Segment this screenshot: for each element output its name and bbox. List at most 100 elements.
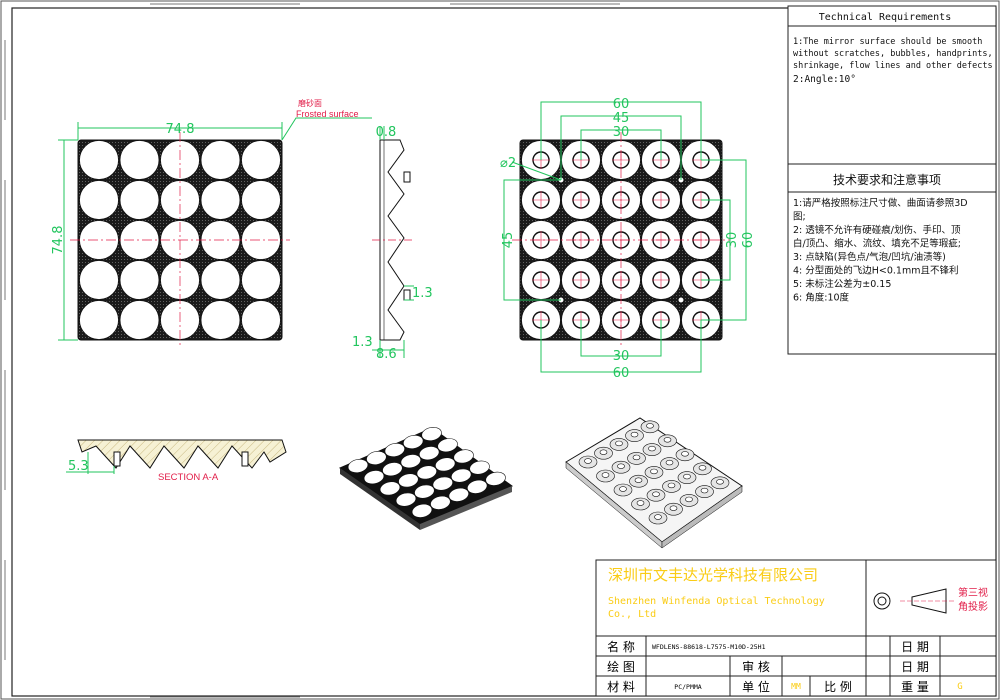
company-name-cn: 深圳市文丰达光学科技有限公司: [608, 566, 818, 584]
back-top-dimension-45: 45: [613, 111, 630, 126]
projection-label-2: 角投影: [958, 600, 988, 613]
front-lens-circle: [79, 300, 119, 340]
iso-back-cone-tip: [634, 477, 643, 483]
iso-front-lens: [416, 465, 437, 480]
iso-front-lens: [366, 451, 387, 465]
back-right-dimension-30: 30: [725, 232, 740, 249]
name-value: WFDLENS-88618-L7575-M10D-25H1: [652, 643, 766, 651]
iso-front-lens: [469, 460, 490, 475]
iso-back-cone-tip: [615, 440, 623, 447]
material-value: PC/PMMA: [674, 683, 701, 691]
draw-label: 绘 图: [607, 659, 635, 674]
iso-back-cone-tip: [619, 486, 627, 492]
tech-requirements-en-box: Technical Requirements 1:The mirror surf…: [787, 5, 997, 165]
iso-back-cone-tip: [681, 451, 689, 457]
back-hole-diameter-dimension: ⌀2: [500, 156, 516, 171]
iso-front-lens: [467, 479, 488, 494]
tech-requirement-cn-line: 3: 点缺陷(异色点/气泡/凹坑/油渍等): [793, 251, 946, 263]
unit-label: 单 位: [742, 679, 770, 694]
front-lens-circle: [119, 300, 160, 340]
front-lens-circle: [119, 260, 160, 300]
scale-label: 比 例: [824, 680, 852, 694]
iso-back-cone-tip: [700, 487, 709, 494]
frosted-surface-label-cn: 磨砂面: [298, 98, 322, 108]
front-lens-circle: [241, 140, 281, 180]
iso-back-cone-tip: [599, 449, 608, 455]
front-lens-circle: [200, 180, 241, 220]
front-lens-circle: [241, 260, 281, 300]
iso-back-cone-tip: [617, 463, 625, 469]
tech-requirement-en-line-1: 1:The mirror surface should be smooth: [793, 37, 982, 47]
isometric-back-view: [565, 417, 743, 549]
iso-back-cone-tip: [665, 459, 674, 466]
tech-requirements-cn-title: 技术要求和注意事项: [833, 172, 941, 187]
iso-front-lens: [363, 470, 385, 485]
unit-value: MM: [791, 682, 801, 691]
back-top-dimension-30: 30: [613, 125, 630, 140]
front-height-dimension: 74.8: [51, 226, 66, 255]
iso-back-cone-tip: [584, 458, 592, 464]
iso-back-cone-tip: [648, 445, 656, 452]
section-dimension: 5.3: [68, 459, 89, 474]
title-block: 深圳市文丰达光学科技有限公司 Shenzhen Winfenda Optical…: [595, 559, 997, 697]
tech-requirement-cn-line: 4: 分型面处的飞边H<0.1mm且不锋利: [793, 265, 959, 277]
iso-back-cone-tip: [716, 479, 724, 485]
iso-front-lens: [453, 449, 474, 464]
iso-back-cone-tip: [667, 482, 676, 489]
iso-front-lens: [435, 457, 456, 472]
back-left-dimension-45: 45: [501, 232, 516, 249]
iso-back-cone-tip: [683, 473, 691, 480]
iso-front-lens: [448, 487, 469, 502]
frosted-surface-label-en: Frosted surface: [296, 109, 359, 119]
iso-front-lens: [437, 438, 458, 453]
iso-back-cone-tip: [646, 423, 654, 429]
front-lens-circle: [200, 140, 241, 180]
date-label-1: 日 期: [901, 640, 929, 654]
side-view: 0.8 1.3 1.3 8.6: [352, 125, 433, 362]
front-lens-circle: [79, 140, 119, 180]
front-width-dimension: 74.8: [166, 122, 195, 137]
iso-back-cone-tip: [650, 468, 658, 475]
date-label-2: 日 期: [901, 660, 929, 674]
iso-front-lens: [411, 503, 433, 518]
iso-front-lens: [403, 435, 424, 449]
iso-front-lens: [384, 443, 405, 457]
tech-requirement-cn-line: 图;: [793, 212, 806, 223]
section-label: SECTION A-A: [158, 472, 219, 483]
side-bottom-dimension: 8.6: [376, 347, 397, 362]
weight-label: 重 量: [901, 680, 929, 694]
iso-back-cone-tip: [601, 472, 610, 478]
front-lens-circle: [200, 300, 241, 340]
front-lens-circle: [79, 180, 119, 220]
projection-label-1: 第三视: [958, 586, 988, 599]
tech-requirement-cn-line: 白/顶凸、缩水、流纹、填充不足等瑕疵;: [793, 238, 961, 250]
back-right-dimension-60: 60: [741, 232, 756, 249]
side-bottom-left-dimension: 1.3: [352, 335, 373, 350]
name-label: 名 称: [607, 639, 635, 654]
review-label: 审 核: [742, 659, 770, 674]
front-lens-circle: [241, 180, 281, 220]
back-view: 60 45 30 ⌀2 45 30 60 30 60: [500, 97, 756, 381]
section-view: 5.3 SECTION A-A: [66, 439, 287, 483]
iso-back-cone-tip: [636, 500, 645, 506]
company-name-en-line-2: Co., Ltd: [608, 609, 656, 620]
tech-requirement-en-line-3: shrinkage, flow lines and other defects: [793, 61, 993, 71]
mounting-pin: [677, 296, 685, 304]
iso-front-lens: [485, 471, 506, 486]
company-name-en-line-1: Shenzhen Winfenda Optical Technology: [608, 596, 825, 607]
iso-back-cone-grid: [578, 420, 730, 525]
iso-back-cone-tip: [652, 491, 660, 497]
side-top-dimension: 0.8: [376, 125, 397, 140]
iso-front-lens: [414, 484, 435, 499]
material-label: 材 料: [607, 680, 635, 694]
iso-front-lens: [451, 468, 472, 483]
iso-back-cone-tip: [630, 431, 639, 438]
weight-value: G: [957, 682, 962, 692]
back-bottom-dimension-60: 60: [613, 366, 630, 381]
tech-requirement-en-line-2: without scratches, bubbles, handprints,: [793, 49, 993, 59]
iso-front-lens: [347, 459, 369, 473]
iso-back-cone-tip: [669, 505, 678, 511]
